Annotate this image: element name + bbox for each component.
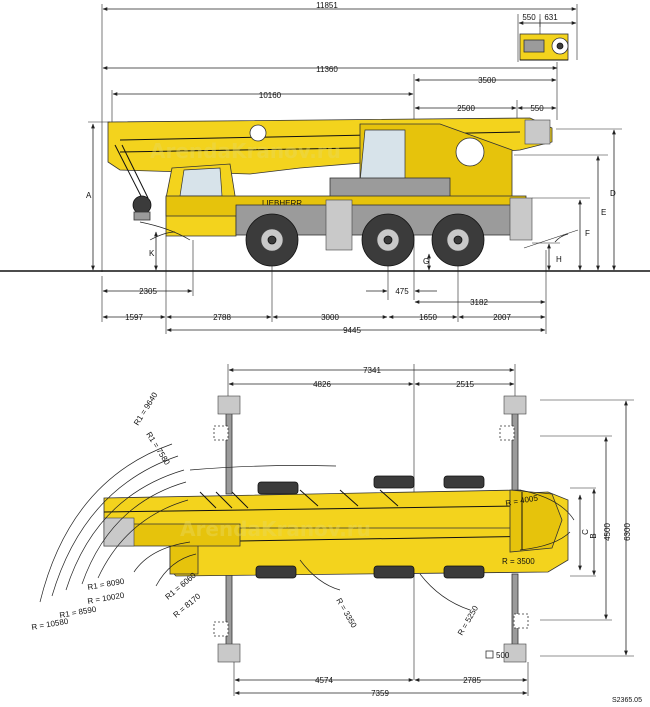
crane-side: LIEBHERR [107, 117, 579, 267]
brand-label: LIEBHERR [262, 199, 302, 208]
drawing-code: S2365.05 [612, 697, 642, 704]
radius-r1-9640: R1 = 9640 [132, 390, 160, 427]
label-D: D [610, 189, 616, 198]
label-B: B [589, 533, 598, 538]
carrier-top [103, 475, 569, 579]
dim-length-11360: 11360 [316, 65, 338, 74]
dim-length-10160: 10160 [259, 91, 282, 100]
dim-total-9445: 9445 [343, 326, 361, 335]
dim-box-500: 500 [496, 651, 510, 660]
dim-2785: 2785 [463, 676, 481, 685]
dim-b-4500: 4500 [603, 523, 612, 541]
side-bottom-dimensions: 2305 475 3182 1597 2788 3000 1650 2007 9… [101, 236, 547, 335]
dim-7359: 7359 [371, 689, 389, 698]
side-view: 11851 550 631 11360 3500 10160 2500 550 [0, 1, 650, 335]
dim-rear-550: 550 [530, 104, 544, 113]
dim-outrigger-span-7341: 7341 [363, 366, 381, 375]
dim-3000: 3000 [321, 313, 339, 322]
top-view-bottom-dimensions: 4574 2785 7359 [233, 662, 529, 698]
dim-2788: 2788 [213, 313, 231, 322]
label-K: K [149, 249, 155, 258]
label-G: G [423, 257, 429, 266]
dim-1650: 1650 [419, 313, 437, 322]
label-E: E [601, 208, 606, 217]
radius-r1-7580: R1 = 7580 [144, 430, 172, 467]
side-vertical-dimensions: A K G H F E D [86, 121, 622, 271]
side-top-dimensions: 11851 550 631 11360 3500 10160 2500 550 [101, 1, 578, 300]
radius-r-3500: R = 3500 [502, 557, 535, 566]
radius-r-3350: R = 3350 [334, 597, 358, 630]
wheel-middle [361, 213, 415, 267]
radius-r1-8090: R1 = 8090 [87, 577, 126, 592]
dim-overall: 11851 [316, 1, 338, 10]
top-view: 7341 4826 2515 [31, 364, 642, 704]
top-view-side-dimensions: 6300 4500 B C 500 [485, 399, 634, 660]
watermark-top: ArendaKranov.ru [180, 517, 371, 541]
dim-2515: 2515 [456, 380, 474, 389]
label-A: A [86, 191, 92, 200]
wheel-rear [431, 213, 485, 267]
box-500-marker [485, 650, 494, 659]
radius-r-10580: R = 10580 [31, 617, 70, 632]
dim-rear-3182: 3182 [470, 298, 488, 307]
label-F: F [585, 229, 590, 238]
dim-boom-head-b: 631 [544, 13, 558, 22]
label-C: C [581, 529, 590, 535]
dim-axle-475: 475 [395, 287, 409, 296]
label-H: H [556, 255, 562, 264]
swing-arcs [39, 443, 575, 611]
watermark-side: ArendaKranov.ru [150, 139, 341, 163]
dim-front-2305: 2305 [139, 287, 157, 296]
wheel-front [245, 213, 299, 267]
dim-4574: 4574 [315, 676, 333, 685]
radius-r-5250: R = 5250 [456, 604, 480, 637]
dim-4826: 4826 [313, 380, 331, 389]
boom-head-detail [519, 33, 569, 61]
dim-rear-3500: 3500 [478, 76, 496, 85]
dim-rear-2500: 2500 [457, 104, 475, 113]
dim-overhang-1597: 1597 [125, 313, 143, 322]
dim-width-6300: 6300 [623, 523, 632, 541]
dim-boom-head-a: 550 [522, 13, 536, 22]
dim-2007: 2007 [493, 313, 511, 322]
outriggers [213, 395, 529, 663]
radius-r-10020: R = 10020 [87, 591, 126, 606]
